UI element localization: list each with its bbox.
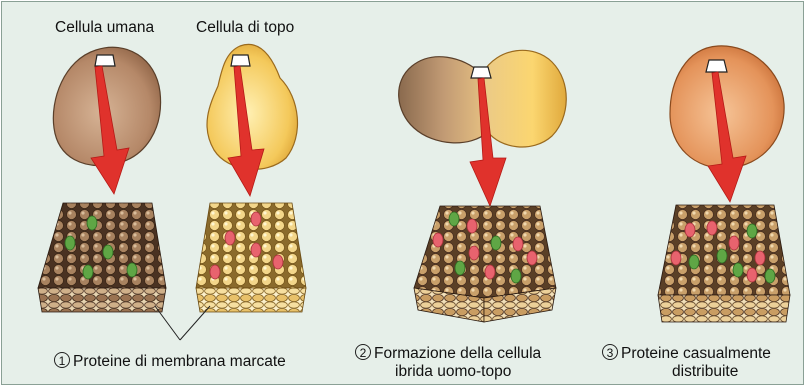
hybrid-cell-marker — [706, 60, 727, 72]
membrane-hybrid — [414, 206, 556, 322]
hybrid-marker — [471, 67, 491, 78]
caption-3-number: 3 — [602, 344, 618, 360]
caption-2-line1: Formazione della cellula — [374, 345, 541, 362]
caption-3-line2: distribuite — [602, 363, 771, 381]
membrane-human — [38, 203, 166, 312]
membrane-distributed — [658, 205, 790, 322]
membrane-mouse — [196, 203, 306, 312]
fusing-mouse-part — [482, 50, 566, 147]
mouse-marker — [231, 55, 250, 66]
caption-2-line2: ibrida uomo-topo — [355, 363, 541, 381]
caption-3-line1: Proteine casualmente — [621, 345, 771, 362]
caption-1-text: Proteine di membrana marcate — [73, 353, 286, 370]
human-marker — [95, 55, 115, 66]
caption-1-number: 1 — [54, 352, 70, 368]
label-human-cell: Cellula umana — [55, 19, 154, 37]
caption-2-number: 2 — [355, 344, 371, 360]
label-mouse-cell: Cellula di topo — [196, 19, 294, 37]
